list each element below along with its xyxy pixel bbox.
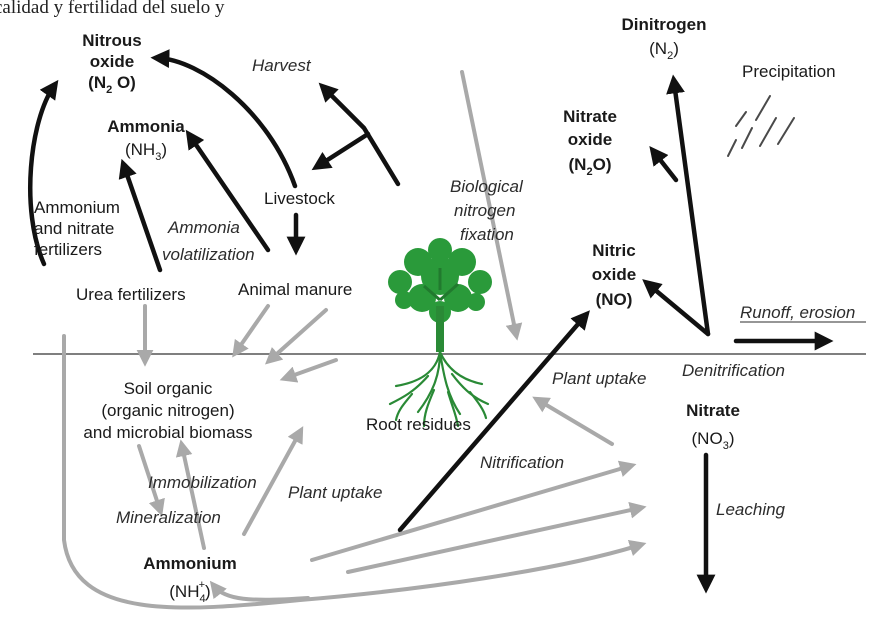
nitrate-label: Nitrate (686, 401, 740, 420)
nitrate-oxide-formula: (N2O) (569, 155, 612, 178)
ammonia-volatilization-label-1: Ammonia (167, 218, 240, 237)
ammonium-nitrate-label-2: and nitrate (34, 219, 114, 238)
precipitation-icon (728, 96, 794, 156)
soil-organic-label-2: (organic nitrogen) (101, 401, 234, 420)
runoff-erosion-label: Runoff, erosion (740, 303, 855, 322)
biological-fixation-label-3: fixation (460, 225, 514, 244)
arrow-nitrification-lower (348, 508, 640, 572)
arrow-to-ammonium (214, 586, 308, 600)
arrow-to-nitric-oxide (648, 284, 708, 334)
ammonium-nitrate-label-1: Ammonium (34, 198, 120, 217)
arrow-urea-to-ammonia (124, 166, 160, 270)
soil-organic-label-3: and microbial biomass (83, 423, 252, 442)
ammonia-volatilization-label-2: volatilization (162, 245, 255, 264)
ammonia-label: Ammonia (107, 117, 185, 136)
nitrous-oxide-label-1: Nitrous (82, 31, 142, 50)
biological-fixation-label-2: nitrogen (454, 201, 515, 220)
livestock-label: Livestock (264, 189, 335, 208)
plant-uptake-left-label: Plant uptake (288, 483, 383, 502)
ammonium-label: Ammonium (143, 554, 237, 573)
ammonium-nitrate-label-3: fertilizers (34, 240, 102, 259)
animal-manure-label: Animal manure (238, 280, 352, 299)
arrow-plant-uptake-right (538, 400, 612, 444)
biological-fixation-label-1: Biological (450, 177, 524, 196)
nitrous-oxide-formula: (N2 O) (88, 73, 136, 96)
urea-fertilizers-label: Urea fertilizers (76, 285, 186, 304)
denitrification-label: Denitrification (682, 361, 785, 380)
dinitrogen-formula: (N2) (649, 39, 679, 62)
harvest-label: Harvest (252, 56, 312, 75)
arrow-to-nitrate-oxide (654, 152, 676, 180)
nitrate-oxide-label-2: oxide (568, 130, 612, 149)
nitrous-oxide-label-2: oxide (90, 52, 134, 71)
dinitrogen-label: Dinitrogen (622, 15, 707, 34)
ammonium-formula: (NH4+) (169, 579, 210, 605)
nitrate-oxide-label-1: Nitrate (563, 107, 617, 126)
plant-uptake-right-label: Plant uptake (552, 369, 647, 388)
arrow-to-livestock (318, 134, 368, 166)
ammonia-formula: (NH3) (125, 140, 167, 163)
nitrate-formula: (NO3) (692, 429, 735, 452)
arrow-immobilization (182, 446, 204, 548)
nitrification-label: Nitrification (480, 453, 564, 472)
arrow-to-dinitrogen (674, 82, 708, 334)
immobilization-label: Immobilization (148, 473, 257, 492)
nitric-oxide-label-2: oxide (592, 265, 636, 284)
nitric-oxide-formula: (NO) (596, 290, 633, 309)
root-residues-label: Root residues (366, 415, 471, 434)
tree-icon (388, 238, 492, 426)
soil-organic-label-1: Soil organic (124, 379, 213, 398)
arrow-manure-to-soil-c (286, 360, 336, 378)
arrow-manure-to-soil-a (236, 306, 268, 352)
leaching-label: Leaching (716, 500, 786, 519)
arrow-manure-to-soil-b (270, 310, 326, 360)
precipitation-label: Precipitation (742, 62, 836, 81)
nitric-oxide-label-1: Nitric (592, 241, 635, 260)
mineralization-label: Mineralization (116, 508, 221, 527)
header-fragment: calidad y fertilidad del suelo y (0, 0, 225, 18)
